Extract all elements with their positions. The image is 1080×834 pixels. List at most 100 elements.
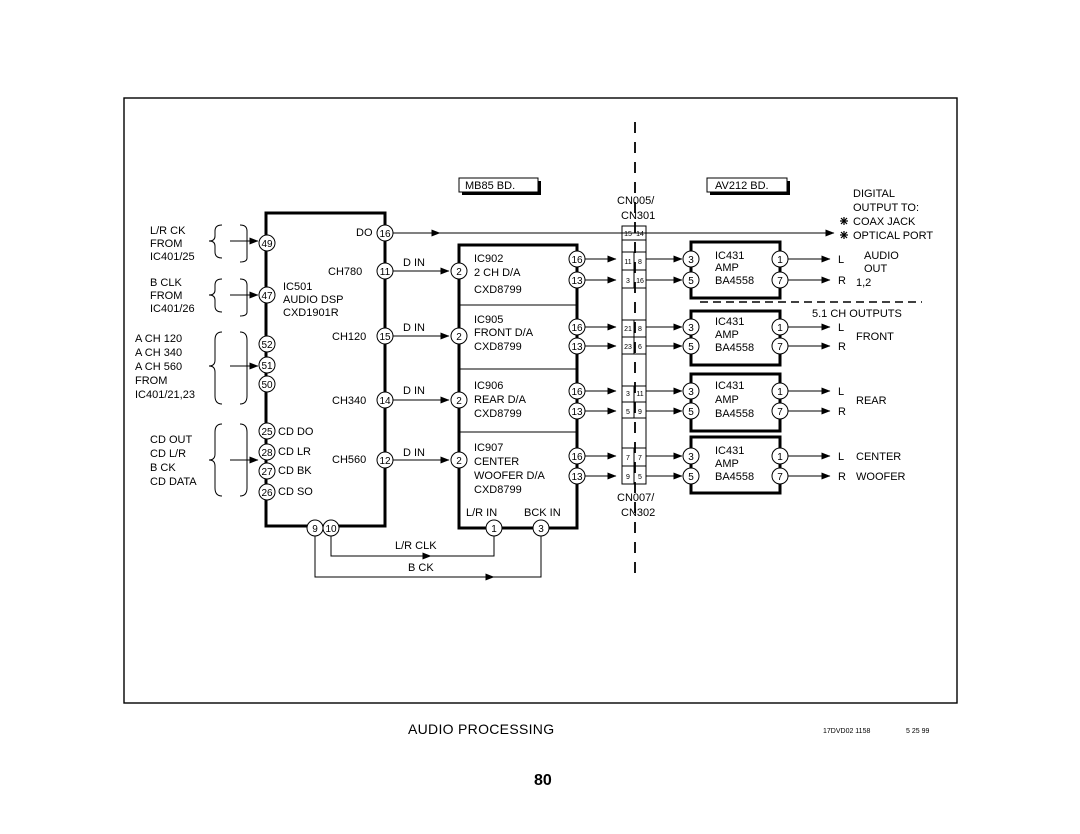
input-ach-1: A CH 120 — [135, 333, 182, 345]
digital-out-2: OUTPUT TO: — [853, 202, 919, 214]
amp-func: AMP — [715, 329, 739, 341]
amp-pin: 7 — [777, 407, 783, 418]
amp-pin: 1 — [777, 452, 783, 463]
conn-pin: 8 — [638, 326, 642, 333]
diagram-frame — [123, 97, 958, 704]
ic501-pin-numbers: 16 11 15 14 12 49 47 52 51 50 25 28 27 2… — [261, 229, 391, 535]
amp-pin: 1 — [777, 323, 783, 334]
dac-pin: 16 — [571, 387, 583, 398]
pin-ch780: 11 — [380, 267, 391, 278]
ic501-cd-lr-label: CD LR — [278, 446, 311, 458]
pin-ch560: 12 — [379, 456, 391, 467]
ch51-label: 5.1 CH OUTPUTS — [812, 308, 902, 320]
amp-func: AMP — [715, 458, 739, 470]
conn-pin: 16 — [636, 278, 644, 285]
ic501-name: IC501 — [283, 281, 312, 293]
dac-pin: 13 — [571, 407, 583, 418]
pin-ach1: 52 — [261, 340, 273, 351]
connector-pin-numbers: 15 14 11 8 3 16 21 8 23 6 3 11 5 9 7 7 9… — [624, 231, 644, 481]
amp-name: IC431 — [715, 380, 744, 392]
connector-strip — [621, 225, 647, 485]
page-number: 80 — [534, 772, 552, 789]
amp-part: BA4558 — [715, 471, 754, 483]
conn-pin: 11 — [624, 259, 631, 266]
conn-pin: 14 — [636, 231, 644, 238]
pin-do: 16 — [379, 229, 391, 240]
conn-pin: 23 — [624, 344, 632, 351]
board-label-av212: AV212 BD. — [706, 177, 790, 195]
amp-pin: 7 — [777, 342, 783, 353]
pin-ach3: 50 — [261, 380, 273, 391]
dac-bck-in: BCK IN — [524, 507, 561, 519]
dac-pin: 13 — [571, 276, 583, 287]
dac-ic905: IC905 FRONT D/A CXD8799 D IN — [403, 314, 534, 353]
av212-label: AV212 BD. — [715, 180, 769, 192]
dac-din: D IN — [403, 447, 425, 459]
dac-din: D IN — [403, 322, 425, 334]
ic501-part: CXD1901R — [283, 307, 339, 319]
pin-bclk: 47 — [261, 291, 273, 302]
amp-pin: 5 — [688, 472, 694, 483]
amp-pin: 3 — [688, 452, 694, 463]
dac-function-2: WOOFER D/A — [474, 470, 546, 482]
input-braces — [208, 224, 248, 497]
conn-pin: 11 — [636, 391, 643, 398]
amp-func: AMP — [715, 394, 739, 406]
digital-out-1: DIGITAL — [853, 188, 895, 200]
dac-part: CXD8799 — [474, 284, 522, 296]
r-label: R — [838, 341, 846, 353]
audio-out-2: OUT — [864, 263, 888, 275]
amp-part: BA4558 — [715, 342, 754, 354]
dac-part: CXD8799 — [474, 341, 522, 353]
amp-pin: 5 — [688, 342, 694, 353]
output-labels: L R L R L R L R AUDIO OUT 1,2 5.1 CH OUT… — [812, 188, 933, 483]
dac-function: 2 CH D/A — [474, 267, 521, 279]
mb85-label: MB85 BD. — [465, 180, 515, 192]
l-label: L — [838, 386, 844, 398]
amp-pin: 7 — [777, 276, 783, 287]
amp-part: BA4558 — [715, 275, 754, 287]
ic501-cd-bk-label: CD BK — [278, 465, 312, 477]
ic501-ch780-label: CH780 — [328, 266, 362, 278]
dac-separators — [459, 304, 577, 433]
digital-out-4: OPTICAL PORT — [853, 230, 933, 242]
connector-label-top-1: CN005/ — [617, 195, 655, 207]
dac-lr-in: L/R IN — [466, 507, 497, 519]
pin-ch340: 14 — [379, 396, 391, 407]
rear-label: REAR — [856, 395, 887, 407]
clock-bus — [314, 536, 542, 581]
ic501-ch340-label: CH340 — [332, 395, 366, 407]
amp-pin: 1 — [777, 255, 783, 266]
conn-pin: 15 — [624, 231, 632, 238]
dac-pin: 2 — [456, 396, 462, 407]
board-label-mb85: MB85 BD. — [458, 177, 541, 195]
conn-pin: 8 — [638, 259, 642, 266]
pin-cd4: 26 — [261, 488, 273, 499]
input-lrck-1: L/R CK — [150, 225, 186, 237]
amp-pin: 5 — [688, 276, 694, 287]
audio-out-1: AUDIO — [864, 250, 899, 262]
pin-ach2: 51 — [261, 361, 273, 372]
center-label: CENTER — [856, 451, 901, 463]
ic501-cd-do-label: CD DO — [278, 426, 314, 438]
asterisk-icon — [840, 231, 848, 239]
pin-ch120: 15 — [379, 332, 391, 343]
amp-pin-numbers: 3 5 1 7 3 5 1 7 3 5 1 7 3 5 1 7 — [688, 255, 783, 483]
dac-name: IC906 — [474, 380, 503, 392]
connector-label-top-2: CN301 — [621, 210, 655, 222]
dac-pin-bck: 3 — [538, 524, 544, 535]
conn-pin: 3 — [626, 391, 630, 398]
amp-pin-circles — [682, 250, 789, 485]
input-ach-2: A CH 340 — [135, 347, 182, 359]
ic501-block — [264, 211, 387, 528]
r-label: R — [838, 275, 846, 287]
input-ach-5: IC401/21,23 — [135, 389, 195, 401]
audio-out-3: 1,2 — [856, 277, 871, 289]
input-cd-2: CD L/R — [150, 448, 186, 460]
dac-name: IC905 — [474, 314, 503, 326]
figure-caption: AUDIO PROCESSING — [408, 721, 555, 737]
conn-pin: 5 — [626, 409, 630, 416]
conn-pin: 9 — [626, 474, 630, 481]
amp-pin: 3 — [688, 387, 694, 398]
input-bclk-3: IC401/26 — [150, 303, 195, 315]
